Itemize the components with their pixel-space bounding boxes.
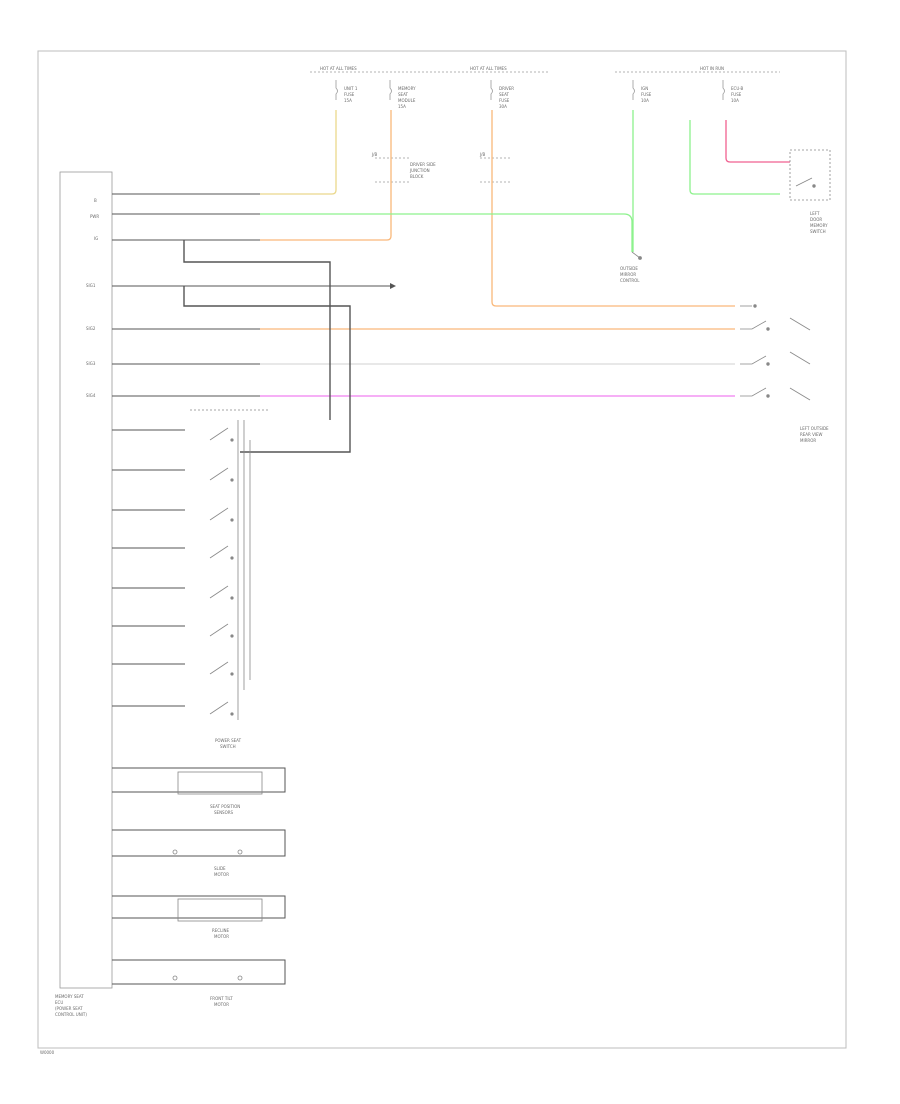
wire-arrow [390,283,396,289]
motor-boxes [172,771,263,981]
power-wires [260,110,790,397]
memory-switch-line2: DOOR [810,217,822,222]
fuse-block-middle-label: HOT AT ALL TIMES [470,66,507,71]
fuse-3-line3: FUSE [499,98,510,103]
fuse-block-left-label: HOT AT ALL TIMES [320,66,357,71]
mirror-control-line3: CONTROL [620,278,640,283]
ecu-wires [112,193,390,453]
fuse-2-line2: SEAT [398,92,408,97]
memory-switch-line3: MEMORY [810,223,828,228]
fuse-5-line1: ECU-B [731,86,744,91]
recline-motor-line2: MOTOR [214,934,229,939]
slide-motor-line2: MOTOR [214,872,229,877]
red-wire [725,120,790,163]
junction-block-connectors [375,157,510,183]
front-tilt-motor-line1: FRONT TILT [210,996,233,1001]
orange-wire-2 [491,110,735,307]
fuse-4-line3: 10A [641,98,649,103]
power-seat-switch-line2: SWITCH [220,744,236,749]
memory-seat-ecu-box [59,171,113,989]
power-seat-switch-contacts [190,409,270,720]
ground-symbol [631,251,642,260]
green-wire-horizontal [260,213,633,252]
seat-motors [112,767,286,985]
fuse-block-right-label: HOT IN RUN [700,66,724,71]
ecu-pin-label-3: IG [94,236,98,241]
slide-motor-loop [112,829,286,857]
diagram-footer-code: W0000 [40,1050,55,1055]
fuse-5-line3: 10A [731,98,739,103]
memory-switch-line4: SWITCH [810,229,826,234]
fuse-2-line1: MEMORY [398,86,416,91]
outside-mirror-line2: REAR VIEW [800,432,823,437]
fuse-1-line2: FUSE [344,92,355,97]
mirror-control-line1: OUTSIDE [620,266,638,271]
seat-sensors-loop [112,767,286,793]
ecu-line2: ECU [55,1000,63,1005]
fuse-4-line2: FUSE [641,92,652,97]
ecu-pin-label-2: PWR [90,214,99,219]
outside-mirror-switches [740,304,811,401]
memory-switch-symbol [789,149,831,201]
fuse-1-line3: 15A [344,98,352,103]
ecu-pin-label-4: SIG1 [86,283,96,288]
diagram-border [37,50,847,1049]
junction-block-top-right-label: J/B [479,152,486,157]
ecu-line1: MEMORY SEAT [55,994,84,999]
slide-motor-line1: SLIDE [214,866,226,871]
ecu-pin-label-5: SIG2 [86,326,96,331]
green-wire-right [689,120,780,195]
fuse-1-line1: UNIT 1 [344,86,358,91]
ecu-pin-label-7: SIG4 [86,393,96,398]
fuse-2-line4: 15A [398,104,406,109]
recline-motor-line1: RECLINE [212,928,230,933]
ecu-pin-label-6: SIG3 [86,361,96,366]
seat-sensors-line1: SEAT POSITION [210,804,240,809]
fuse-3-line2: SEAT [499,92,509,97]
fuse-2-line3: MODULE [398,98,416,103]
front-tilt-motor-loop [112,959,286,985]
junction-block-top-left-label: J/B [371,152,378,157]
fuse-4-line1: IGN [641,86,648,91]
mirror-control-line2: MIRROR [620,272,636,277]
orange-wire-1 [260,110,392,241]
seat-sensors-line2: SENSORS [214,810,234,815]
junction-block-line1: DRIVER SIDE [410,162,436,167]
yellow-wire [260,110,337,195]
junction-block-line2: JUNCTION [409,168,430,173]
ecu-pin-label-1: B [94,198,97,203]
fuses [335,80,725,100]
ecu-line4: CONTROL UNIT) [55,1012,87,1017]
fuse-3-line4: 30A [499,104,507,109]
fuse-3-line1: DRIVER [499,86,514,91]
front-tilt-motor-line2: MOTOR [214,1002,229,1007]
outside-mirror-line1: LEFT OUTSIDE [800,426,829,431]
power-seat-switch-line1: POWER SEAT [215,738,242,743]
ecu-line3: (POWER SEAT [55,1006,83,1011]
recline-motor-loop [112,895,286,919]
power-seat-switch-group [112,429,185,707]
outside-mirror-line3: MIRROR [800,438,816,443]
junction-block-line3: BLOCK [410,174,424,179]
fuse-5-line2: FUSE [731,92,742,97]
memory-switch-line1: LEFT [810,211,820,216]
